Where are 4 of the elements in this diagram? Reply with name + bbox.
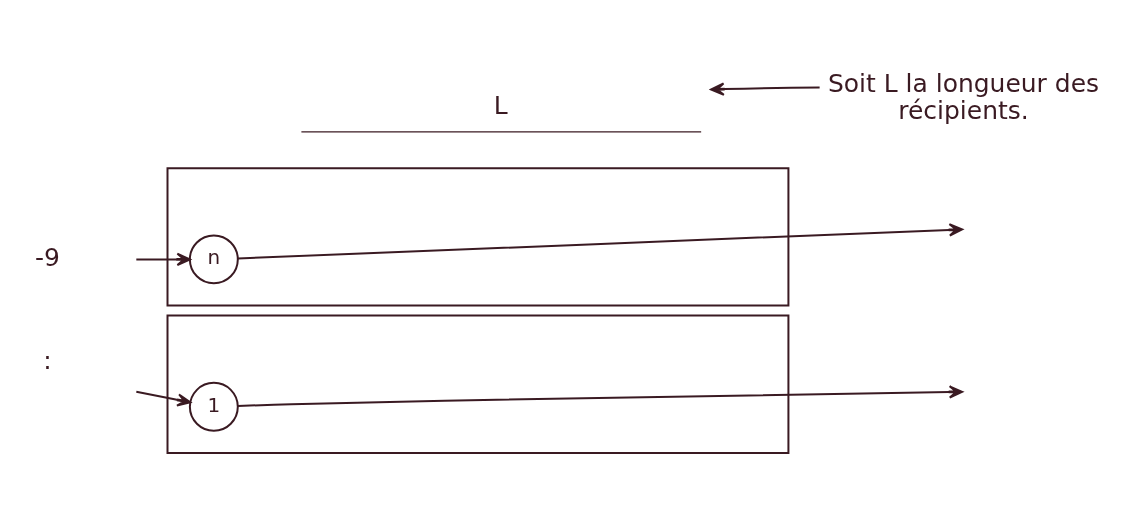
node-text: Soit L la longueur des récipients.	[827, 68, 1100, 125]
label: -9	[35, 242, 61, 272]
node-text: L	[493, 90, 508, 120]
label: :	[43, 345, 52, 375]
